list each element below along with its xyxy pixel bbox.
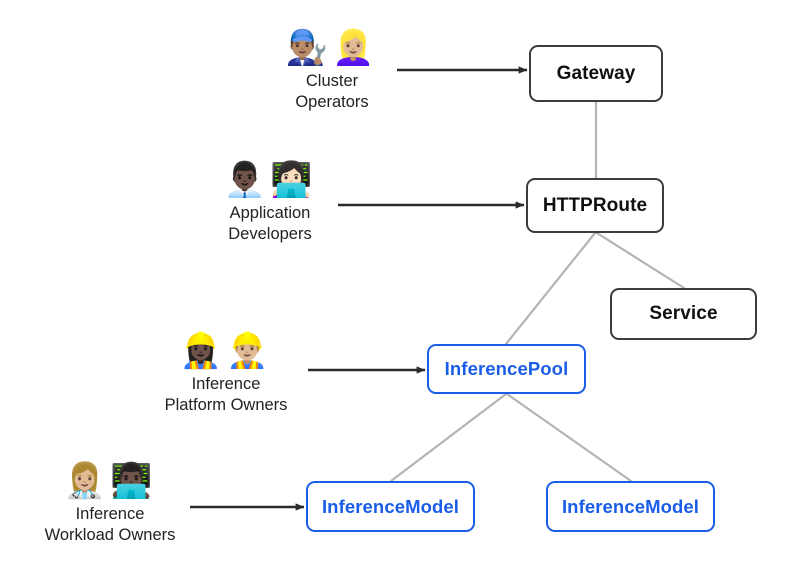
edge-httproute-to-service	[595, 231, 686, 290]
edge-inferencepool-to-inferencemodel-2	[505, 392, 633, 483]
node-inferencepool[interactable]: InferencePool	[427, 344, 586, 394]
persona-inference-workload-owners: 👩🏼‍⚕️👨🏿‍💻 Inference Workload Owners	[36, 461, 184, 546]
inference-platform-owners-icon: 👷🏿‍♀️👷🏼‍♂️	[179, 331, 273, 371]
inference-workload-owners-icon: 👩🏼‍⚕️👨🏿‍💻	[63, 461, 157, 501]
node-gateway[interactable]: Gateway	[529, 45, 663, 102]
edge-httproute-to-inferencepool	[504, 231, 597, 346]
cluster-operators-icon: 👨🏽‍🔧👱🏼‍♀️	[285, 28, 379, 68]
persona-application-developers: 👨🏿‍💼👩🏻‍💻 Application Developers	[196, 160, 344, 245]
persona-label-inference-platform-owners: Inference Platform Owners	[164, 375, 288, 414]
node-service[interactable]: Service	[610, 288, 757, 340]
edge-inferencepool-to-inferencemodel-1	[389, 392, 508, 483]
node-inferencemodel-1[interactable]: InferenceModel	[306, 481, 475, 532]
node-inferencemodel-2[interactable]: InferenceModel	[546, 481, 715, 532]
persona-inference-platform-owners: 👷🏿‍♀️👷🏼‍♂️ Inference Platform Owners	[152, 331, 300, 416]
persona-label-application-developers: Application Developers	[228, 204, 312, 243]
persona-label-inference-workload-owners: Inference Workload Owners	[44, 505, 176, 544]
node-httproute[interactable]: HTTPRoute	[526, 178, 664, 233]
persona-label-cluster-operators: Cluster Operators	[295, 72, 369, 111]
persona-cluster-operators: 👨🏽‍🔧👱🏼‍♀️ Cluster Operators	[258, 28, 406, 113]
application-developers-icon: 👨🏿‍💼👩🏻‍💻	[223, 160, 317, 200]
